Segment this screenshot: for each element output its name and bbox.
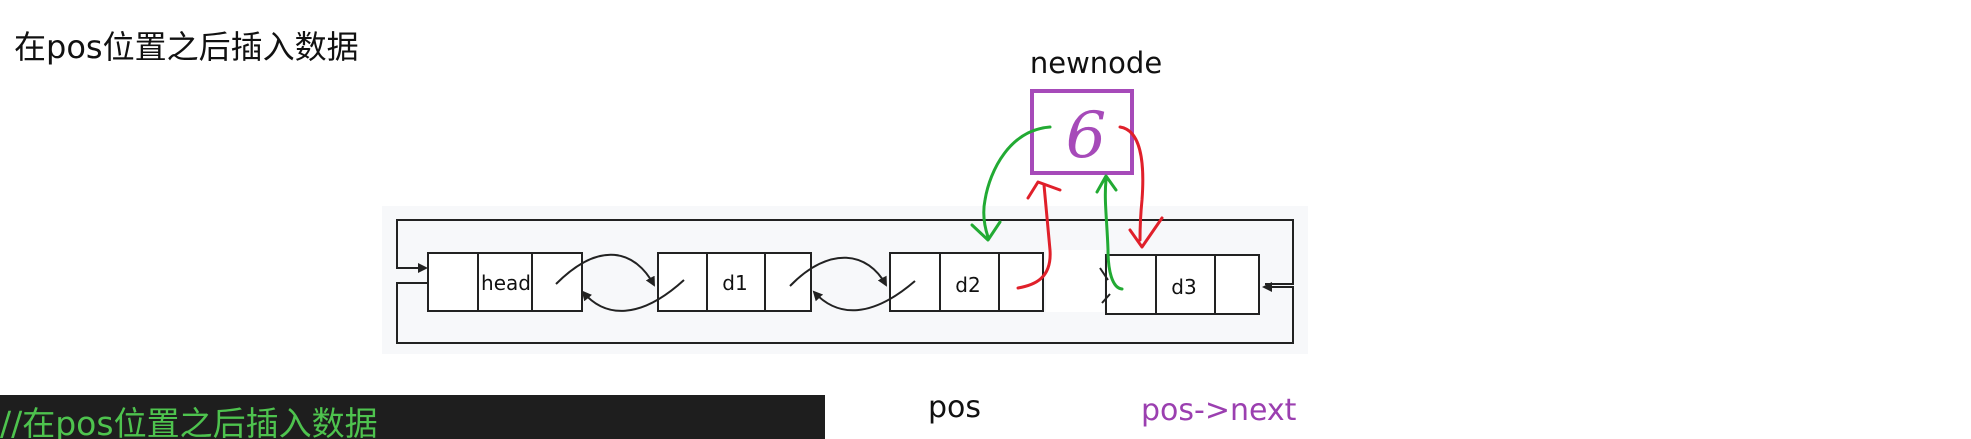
red-link-newnode-to-d3	[1118, 125, 1164, 249]
node-d3: d3	[1105, 254, 1260, 315]
green-link-newnode-to-d2	[970, 125, 1052, 242]
pos-next-label: pos->next	[1141, 393, 1297, 428]
link-d1-d2-forward	[789, 256, 887, 287]
node-label: head	[481, 271, 531, 295]
erased-link-area	[1046, 250, 1104, 312]
broken-link-fragment	[1099, 267, 1111, 304]
code-panel: //在pos位置之后插入数据	[0, 395, 825, 439]
node-label: d3	[1171, 275, 1196, 299]
newnode-label: newnode	[1030, 46, 1162, 80]
red-link-d2-to-newnode	[1016, 180, 1062, 290]
node-label: d1	[722, 271, 747, 295]
pos-label: pos	[928, 390, 982, 425]
green-link-d3-to-newnode	[1095, 174, 1124, 291]
newnode-value: 6	[1066, 99, 1107, 173]
code-comment: //在pos位置之后插入数据	[0, 404, 378, 439]
node-d1: d1	[657, 252, 812, 312]
outer-link-bottom	[396, 282, 1294, 344]
link-head-d1-forward	[555, 253, 655, 287]
link-d2-d1-back	[812, 280, 916, 312]
link-d1-head-back	[581, 279, 685, 312]
node-label: d2	[955, 273, 980, 297]
page-title: 在pos位置之后插入数据	[14, 28, 359, 66]
node-head: head	[427, 252, 583, 312]
node-d2: d2	[889, 252, 1044, 312]
outer-link-top	[396, 219, 1294, 285]
